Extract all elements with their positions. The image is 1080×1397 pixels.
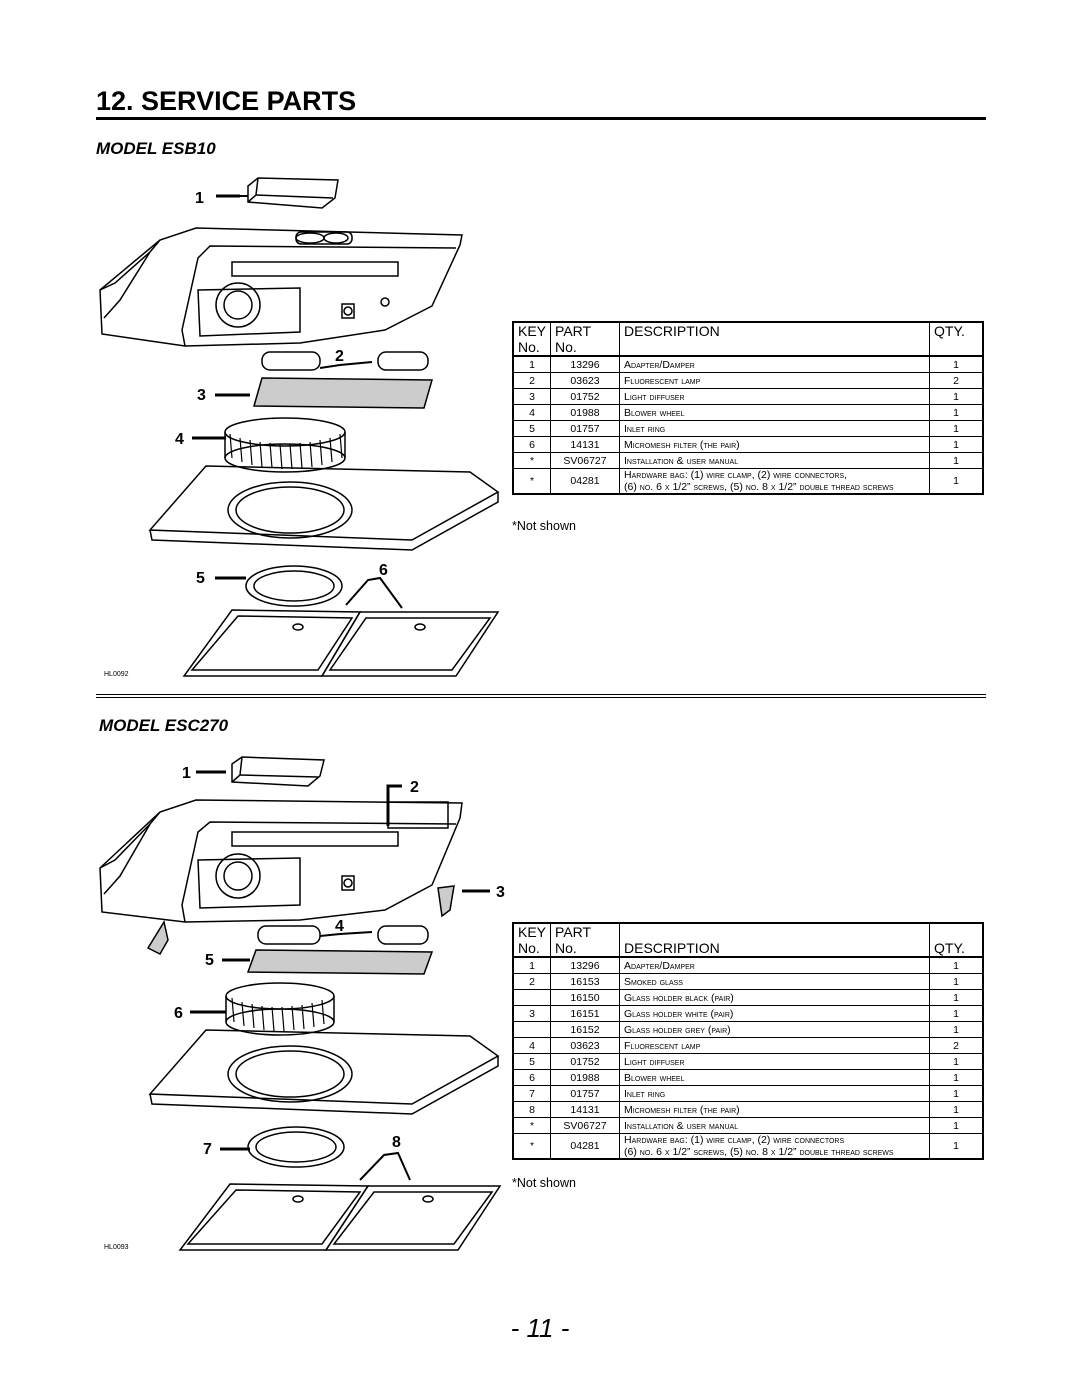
hood-body bbox=[99, 799, 463, 923]
filter-right bbox=[324, 1185, 502, 1251]
table-row: * 04281 Hardware bag: (1) wire clamp, (2… bbox=[512, 468, 984, 495]
blower-wheel bbox=[225, 982, 335, 1036]
callout-2: 2 bbox=[410, 779, 419, 796]
drawing-code: HL0092 bbox=[104, 671, 129, 678]
model-esc270-title: MODEL ESC270 bbox=[99, 716, 229, 735]
filter-right bbox=[320, 611, 500, 677]
callout-5: 5 bbox=[205, 952, 214, 969]
filter-left bbox=[178, 1183, 370, 1251]
light-diffuser bbox=[253, 377, 433, 409]
glass-holder-right bbox=[437, 885, 455, 918]
page-number: - 11 - bbox=[510, 1313, 570, 1343]
esc270-exploded-diagram: 1 2 3 4 5 6 7 8 bbox=[99, 756, 505, 1251]
inlet-ring bbox=[245, 565, 343, 607]
damper-part bbox=[247, 177, 339, 209]
blower-wheel bbox=[224, 417, 346, 473]
light-diffuser bbox=[246, 949, 434, 975]
callout-1: 1 bbox=[182, 765, 191, 782]
lamp-right bbox=[377, 351, 429, 371]
lamp-right bbox=[377, 925, 429, 945]
callout-4: 4 bbox=[175, 431, 184, 448]
model-esb10-title: MODEL ESB10 bbox=[96, 139, 216, 158]
section-separator bbox=[96, 694, 986, 698]
bottom-panel bbox=[148, 1029, 500, 1105]
callout-3: 3 bbox=[496, 884, 505, 901]
hood-body bbox=[99, 227, 463, 347]
col-description: DESCRIPTION bbox=[619, 922, 930, 958]
drawing-code: HL0093 bbox=[104, 1244, 129, 1251]
esb10-exploded-diagram: 1 2 3 4 5 6 bbox=[99, 177, 500, 677]
callout-6: 6 bbox=[174, 1005, 183, 1022]
page-title: 12. SERVICE PARTS bbox=[96, 86, 357, 116]
callout-3: 3 bbox=[197, 387, 206, 404]
inlet-ring bbox=[247, 1126, 345, 1168]
col-qty: QTY. bbox=[929, 321, 984, 357]
callout-5: 5 bbox=[196, 570, 205, 587]
lamp-left bbox=[261, 351, 321, 371]
glass-holder-left bbox=[146, 920, 169, 955]
not-shown-note: *Not shown bbox=[512, 1176, 576, 1190]
col-qty: QTY. bbox=[929, 922, 984, 958]
title-rule bbox=[96, 117, 986, 120]
callout-7: 7 bbox=[203, 1141, 212, 1158]
table-row: * 04281 Hardware bag: (1) wire clamp, (2… bbox=[512, 1133, 984, 1160]
callout-1: 1 bbox=[195, 190, 204, 207]
not-shown-note: *Not shown bbox=[512, 519, 576, 533]
lamp-left bbox=[257, 925, 321, 945]
callout-4: 4 bbox=[335, 918, 344, 935]
callout-2: 2 bbox=[335, 348, 344, 365]
bottom-panel bbox=[148, 465, 500, 541]
callout-8: 8 bbox=[392, 1134, 401, 1151]
damper-part bbox=[231, 756, 325, 787]
col-description: DESCRIPTION bbox=[619, 321, 930, 357]
callout-6: 6 bbox=[379, 562, 388, 579]
